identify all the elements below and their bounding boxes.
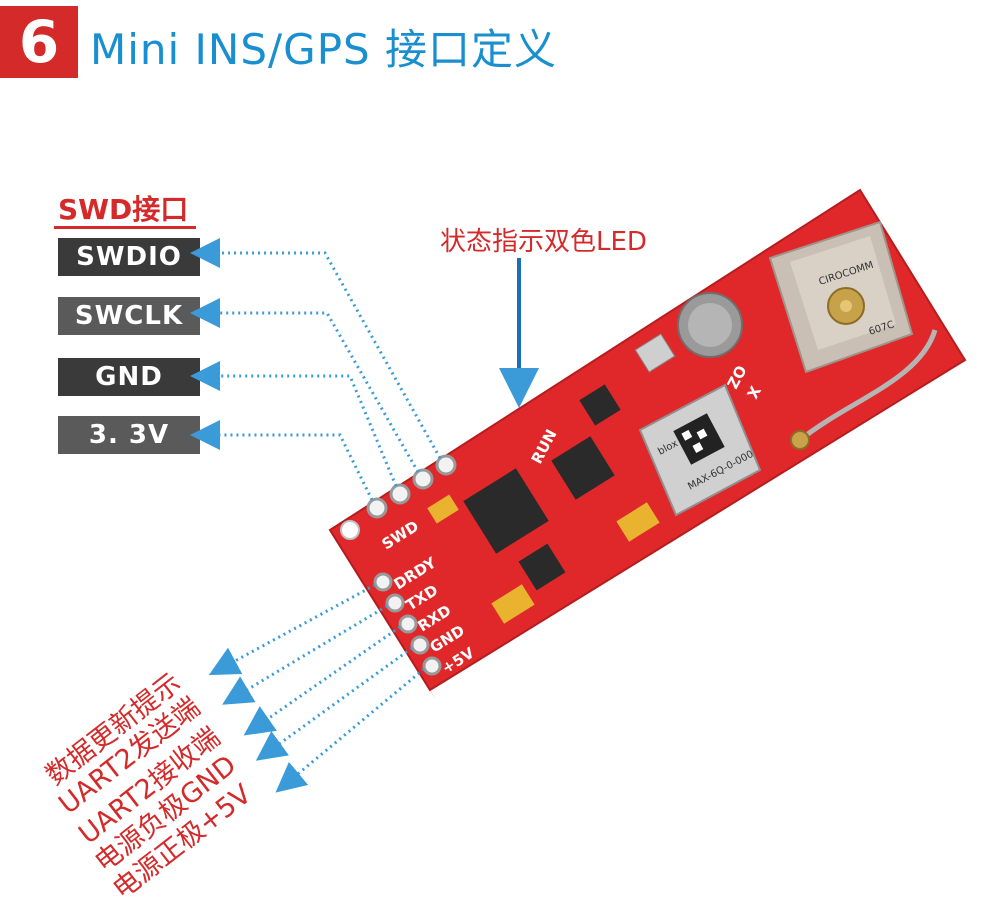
swd-header: [366, 454, 457, 519]
ufl-connector: [790, 430, 810, 450]
led-label: 状态指示双色LED: [440, 227, 647, 257]
swd-pin-3v3: 3. 3V: [58, 416, 200, 454]
tantalum-cap: [616, 502, 660, 542]
section-number-badge: 6: [0, 6, 78, 78]
imu-chip: [551, 436, 615, 500]
section-number: 6: [18, 8, 60, 76]
page-title: Mini INS/GPS 接口定义: [90, 25, 558, 74]
tantalum-cap: [491, 584, 535, 624]
swd-pin-swdio: SWDIO: [58, 238, 200, 276]
small-chip: [579, 384, 621, 426]
swd-pin-gnd: GND: [58, 358, 200, 396]
mcu-chip: [463, 468, 549, 554]
swd-pin-swclk: SWCLK: [58, 297, 200, 335]
uart-leaders: [208, 583, 425, 793]
baro-sensor: [634, 333, 676, 373]
mounting-hole: [340, 520, 360, 540]
patch-antenna: CIROCOMM 607C: [768, 220, 914, 374]
uart-header: [373, 572, 442, 676]
swd-leaders: [190, 238, 442, 501]
swd-underline: [54, 226, 196, 229]
tantalum-cap: [427, 494, 459, 524]
swd-title: SWD接口: [58, 193, 189, 226]
reg-chip: [518, 543, 566, 591]
coax-cable: [798, 329, 938, 442]
